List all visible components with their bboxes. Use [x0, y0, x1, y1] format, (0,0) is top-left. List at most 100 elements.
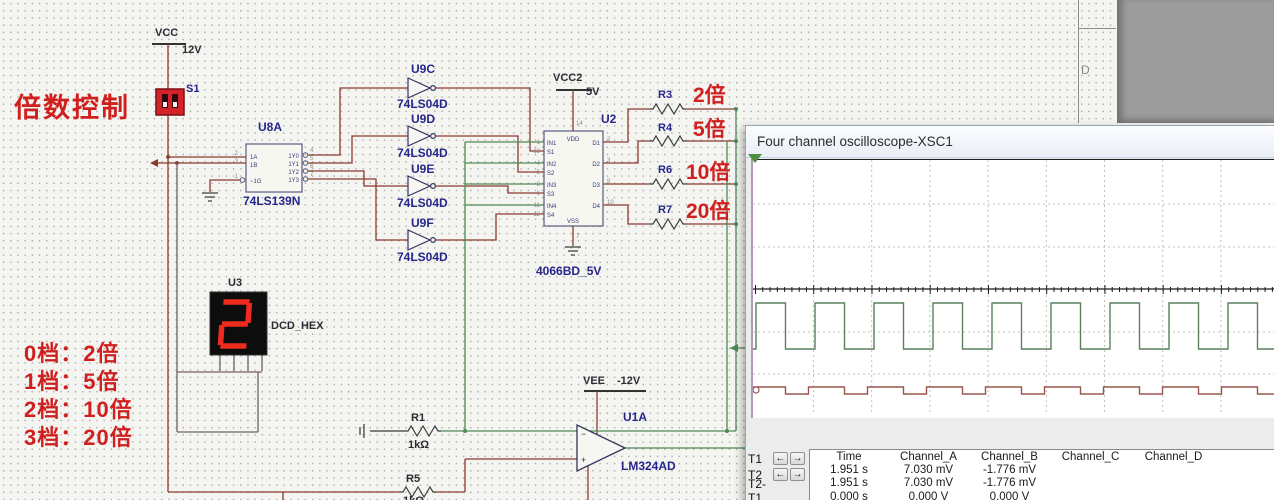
oscilloscope-title: Four channel oscilloscope-XSC1: [757, 134, 953, 149]
svg-text:2: 2: [607, 137, 611, 143]
svg-text:D4: D4: [592, 204, 600, 210]
oscilloscope-window[interactable]: Four channel oscilloscope-XSC1 T1 ← → T2…: [745, 125, 1274, 500]
gear-line-1: 1档：5倍: [24, 369, 120, 394]
svg-text:14: 14: [576, 121, 583, 127]
gear-line-3: 3档：20倍: [24, 425, 133, 450]
wires-signal[interactable]: [152, 44, 736, 500]
green-junction-dots: [463, 107, 738, 433]
sheet-border-tick: [1078, 28, 1116, 29]
svg-text:5: 5: [310, 156, 314, 162]
t2-left-arrow-button[interactable]: ←: [773, 468, 788, 481]
t1-channel-b: -1.776 mV: [982, 463, 1037, 476]
cursor-row-t2-t1: T2-T1: [748, 477, 808, 500]
t1-channel-a: 7.030 mV: [903, 463, 954, 476]
r1-value: 1kΩ: [408, 439, 430, 451]
col-header-channel-d: Channel_D: [1144, 450, 1203, 463]
svg-text:3: 3: [235, 159, 239, 165]
u8a-part: 74LS139N: [243, 194, 301, 208]
svg-text:1: 1: [235, 174, 239, 180]
u8a-ground: [202, 179, 240, 202]
svg-text:1: 1: [537, 140, 541, 146]
u1a-opamp[interactable]: [576, 423, 627, 473]
u3-part: DCD_HEX: [271, 320, 324, 332]
u1a-ref: U1A: [623, 410, 648, 424]
cursor-t2t1-label: T2-T1: [748, 476, 766, 500]
wires-feedback-green[interactable]: [441, 109, 748, 449]
svg-text:10: 10: [607, 200, 614, 206]
svg-text:6: 6: [537, 191, 541, 197]
svg-text:D3: D3: [592, 183, 600, 189]
oscilloscope-scroll-area[interactable]: [746, 418, 1274, 449]
seven-seg-digit-2: [217, 299, 253, 349]
readings-row-t2: 1.951 s 7.030 mV -1.776 mV: [810, 477, 1274, 491]
t2t1-channel-a: 0.000 V: [908, 490, 949, 500]
u3-display[interactable]: [209, 291, 268, 356]
svg-text:12: 12: [533, 212, 540, 218]
vee-label: VEE: [583, 375, 606, 387]
svg-text:1Y1: 1Y1: [288, 162, 299, 168]
control-title: 倍数控制: [14, 93, 130, 123]
svg-text:VSS: VSS: [567, 219, 579, 225]
svg-text:D1: D1: [592, 141, 600, 147]
cursor-t2-label: T2: [748, 467, 763, 482]
svg-text:7: 7: [576, 234, 580, 240]
svg-text:9: 9: [607, 179, 611, 185]
wires-display[interactable]: [176, 163, 263, 433]
svg-text:1Y3: 1Y3: [288, 178, 299, 184]
u2-ref: U2: [601, 112, 617, 126]
resistors[interactable]: [370, 102, 686, 499]
vcc-label: VCC: [155, 27, 179, 39]
inverter-u9e[interactable]: [407, 175, 437, 197]
vcc2-label: VCC2: [553, 72, 583, 84]
t2-channel-a: 7.030 mV: [903, 477, 954, 490]
svg-text:S4: S4: [547, 213, 555, 219]
s1-label: S1: [186, 83, 200, 95]
oscilloscope-display: [751, 159, 1274, 419]
inverter-u9f[interactable]: [407, 229, 437, 251]
svg-text:1A: 1A: [250, 155, 257, 161]
r5-ref: R5: [406, 473, 421, 485]
readings-header-row: Time Channel_A Channel_B Channel_C Chann…: [810, 450, 1274, 463]
t2t1-channel-b: 0.000 V: [989, 490, 1030, 500]
vee-value: -12V: [617, 375, 641, 387]
svg-text:13: 13: [533, 149, 540, 155]
r1-ground: [359, 424, 365, 438]
inverter-u9c[interactable]: [407, 77, 437, 99]
readings-table: Time Channel_A Channel_B Channel_C Chann…: [809, 449, 1274, 500]
svg-text:3: 3: [607, 158, 611, 164]
r5-value: 1kΩ: [403, 496, 424, 500]
svg-text:11: 11: [534, 203, 541, 209]
svg-text:1Y0: 1Y0: [288, 154, 299, 160]
t2-right-arrow-button[interactable]: →: [790, 468, 805, 481]
u9d-ref: U9D: [411, 112, 436, 126]
svg-text:IN2: IN2: [547, 162, 557, 168]
oscilloscope-titlebar[interactable]: Four channel oscilloscope-XSC1: [746, 126, 1274, 158]
t1-right-arrow-button[interactable]: →: [790, 452, 805, 465]
vcc2-value: 5V: [586, 86, 600, 98]
s1-switch[interactable]: [155, 88, 185, 116]
u2-ground: [565, 246, 581, 256]
u2-chip[interactable]: VDD VSS IN1 S1 IN2 S2 IN3 S3 IN4 S4 D1 D…: [533, 121, 614, 240]
gain-10x: 10倍: [686, 161, 731, 184]
svg-text:S2: S2: [547, 171, 555, 177]
inverter-u9d[interactable]: [407, 125, 437, 147]
cursor-row-t1: T1 ← →: [748, 451, 808, 466]
svg-text:8: 8: [537, 182, 541, 188]
u8a-chip[interactable]: 1A 1B ~1G 1Y0 1Y1 1Y2 1Y3 2 3 1 4 5 6 7: [235, 143, 314, 193]
workspace-outside-sheet: [1117, 0, 1274, 123]
svg-text:4: 4: [537, 161, 541, 167]
sheet-border-line: [1078, 0, 1079, 123]
r3-ref: R3: [658, 89, 673, 101]
trigger-marker-icon[interactable]: [748, 154, 762, 163]
svg-text:IN3: IN3: [547, 183, 557, 189]
t1-left-arrow-button[interactable]: ←: [773, 452, 788, 465]
svg-text:IN4: IN4: [547, 204, 557, 210]
svg-text:1Y2: 1Y2: [288, 170, 299, 176]
svg-text:7: 7: [310, 172, 314, 178]
u9c-part: 74LS04D: [397, 97, 448, 111]
svg-text:S3: S3: [547, 192, 555, 198]
svg-text:4: 4: [310, 148, 314, 154]
opamp-minus: −: [581, 429, 586, 439]
